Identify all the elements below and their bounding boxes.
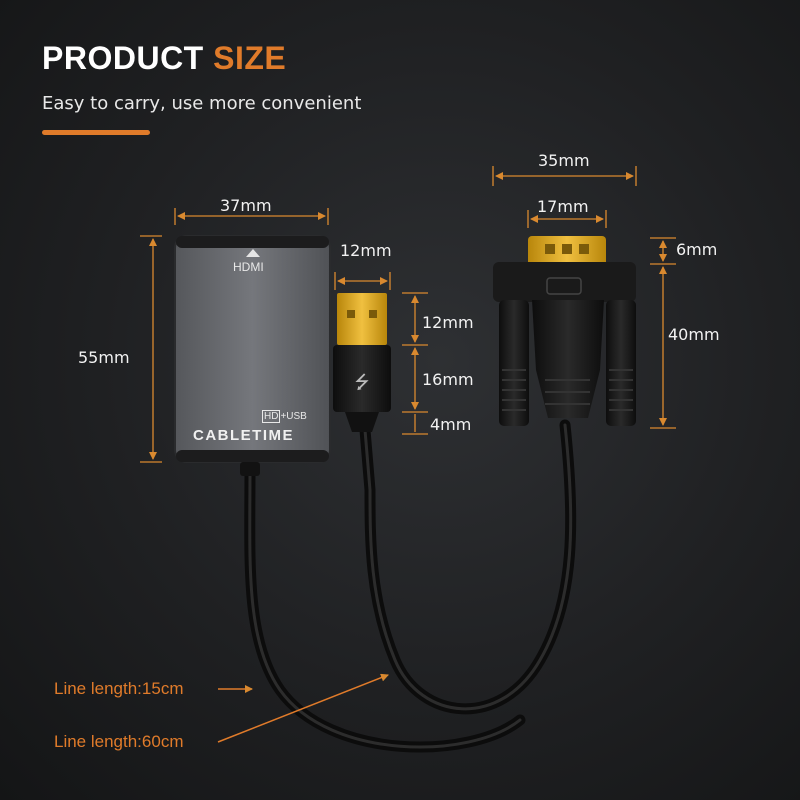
- vga-right-screw: [606, 300, 636, 426]
- usb-connector: ⭍: [333, 293, 391, 432]
- page-subtitle: Easy to carry, use more convenient: [42, 93, 362, 114]
- hdmi-adapter: [174, 235, 331, 476]
- vga-body: [532, 300, 604, 418]
- label-vga-pin-width: 17mm: [537, 197, 589, 216]
- usb-badge: +USB: [280, 411, 307, 422]
- label-vga-width: 35mm: [538, 151, 590, 170]
- pointer-long-line: [217, 673, 389, 743]
- hd-badge: HD: [262, 410, 281, 423]
- dimension-lines: [140, 166, 676, 463]
- vga-connector: [493, 236, 636, 426]
- hdmi-port-label: HDMI: [233, 260, 264, 274]
- vga-shell: [493, 262, 636, 302]
- title-word-size: SIZE: [213, 40, 287, 76]
- usb-neck: [345, 412, 379, 432]
- hd-usb-badge: HD+USB: [262, 410, 307, 423]
- vga-cable: [359, 419, 577, 715]
- usb-symbol-icon: ⭍: [355, 372, 370, 393]
- adapter-top-cap: [176, 236, 329, 248]
- cables: [244, 419, 577, 753]
- label-usb-neck-length: 4mm: [430, 415, 472, 434]
- brand-logo: CABLETIME: [193, 427, 294, 444]
- adapter-bottom-cap: [176, 450, 329, 462]
- label-long-line: Line length:60cm: [54, 732, 184, 751]
- adapter-strain-relief: [240, 462, 260, 476]
- title-underline: [42, 130, 150, 135]
- page-title: PRODUCT SIZE: [42, 40, 286, 77]
- title-word-product: PRODUCT: [42, 40, 204, 76]
- label-vga-height: 40mm: [668, 325, 720, 344]
- label-usb-body-length: 16mm: [422, 370, 474, 389]
- line-length-pointers: [217, 673, 389, 743]
- label-short-line: Line length:15cm: [54, 679, 184, 698]
- label-usb-plug-length: 12mm: [422, 313, 474, 332]
- label-vga-pin-height: 6mm: [676, 240, 718, 259]
- label-adapter-width: 37mm: [220, 196, 272, 215]
- hdmi-arrow-icon: [246, 249, 260, 257]
- label-adapter-height: 55mm: [78, 348, 130, 367]
- usb-plug: [337, 293, 387, 345]
- vga-left-screw: [499, 300, 529, 426]
- label-usb-width: 12mm: [340, 241, 392, 260]
- usb-body: [333, 345, 391, 412]
